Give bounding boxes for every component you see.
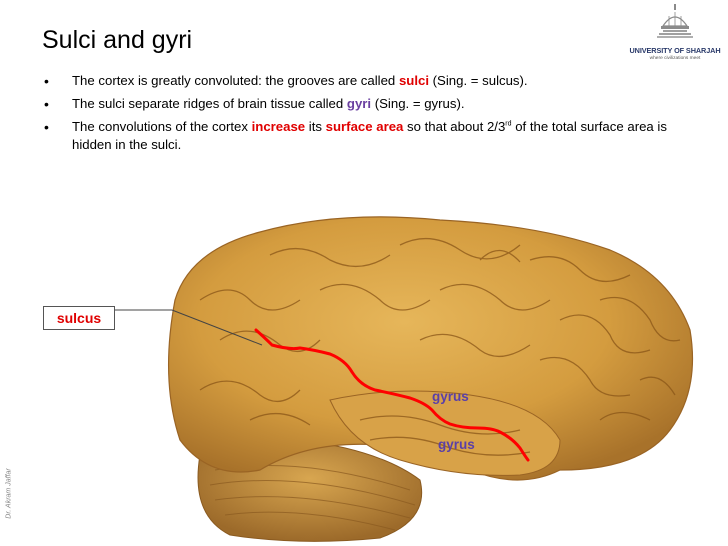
cerebrum-shape xyxy=(167,216,694,481)
bullet-3-post: so that about 2/3 xyxy=(403,119,506,134)
author-credit: Dr. Akram Jaffar xyxy=(5,468,13,519)
logo-university-name: UNIVERSITY OF SHARJAH xyxy=(629,46,721,55)
bullet-1-post: (Sing. = sulcus). xyxy=(429,73,528,88)
sulcus-label: sulcus xyxy=(43,306,115,330)
gyri-texture xyxy=(199,237,681,456)
dome-icon xyxy=(657,4,693,38)
bullet-1-pre: The cortex is greatly convoluted: the gr… xyxy=(72,73,399,88)
bullet-3: The convolutions of the cortex increase … xyxy=(44,118,674,154)
gyrus-label-upper: gyrus xyxy=(432,389,469,404)
bullet-3-post2: of the total surface area is hidden in t… xyxy=(72,119,667,152)
bullet-3-pre: The convolutions of the cortex xyxy=(72,119,252,134)
temporal-lobe-shape xyxy=(329,390,561,476)
bullet-list: The cortex is greatly convoluted: the gr… xyxy=(44,72,674,159)
term-increase: increase xyxy=(251,119,306,134)
bullet-3-mid: its xyxy=(305,119,326,134)
cerebellum-folia xyxy=(209,465,416,531)
term-gyri: gyri xyxy=(346,96,372,111)
gyrus-label-lower: gyrus xyxy=(438,437,475,452)
term-surface-area: surface area xyxy=(325,119,404,134)
bullet-2-post: (Sing. = gyrus). xyxy=(371,96,465,111)
sulcus-red-line xyxy=(254,328,530,462)
university-logo: UNIVERSITY OF SHARJAH where civilization… xyxy=(628,4,722,64)
term-sulci: sulci xyxy=(398,73,429,88)
logo-tagline: where civilizations meet xyxy=(649,56,701,61)
slide-title: Sulci and gyri xyxy=(42,26,193,54)
bullet-2: The sulci separate ridges of brain tissu… xyxy=(44,95,674,113)
bullet-2-pre: The sulci separate ridges of brain tissu… xyxy=(72,96,347,111)
sulcus-pointer-line-2 xyxy=(171,309,263,346)
bullet-1: The cortex is greatly convoluted: the gr… xyxy=(44,72,674,90)
ordinal-superscript: rd xyxy=(505,120,512,128)
